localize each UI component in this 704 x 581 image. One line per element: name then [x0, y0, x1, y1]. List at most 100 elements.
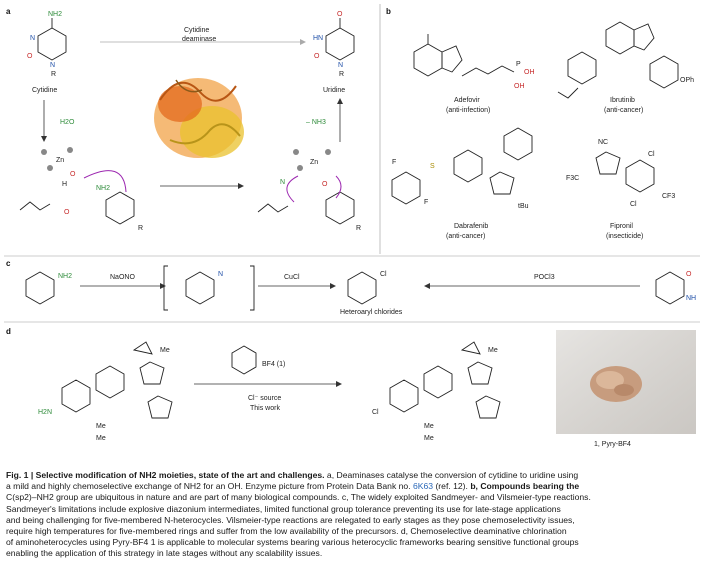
dabrafenib-use: (anti-cancer) — [446, 233, 485, 240]
svg-text:R: R — [51, 71, 56, 78]
svg-text:H: H — [62, 181, 67, 188]
svg-text:Cl: Cl — [648, 151, 655, 158]
ibrutinib-use: (anti-cancer) — [604, 107, 643, 114]
svg-text:O: O — [27, 53, 33, 60]
svg-text:NH: NH — [686, 295, 696, 302]
adefovir-label: Adefovir — [454, 97, 480, 104]
svg-text:Cl: Cl — [380, 271, 387, 278]
chloride-source-label: Cl⁻ source — [248, 395, 281, 402]
cucl-label: CuCl — [284, 274, 300, 281]
svg-text:R: R — [138, 225, 143, 232]
ammonia-label: – NH3 — [306, 119, 326, 126]
enzyme-label-line1: Cytidine — [184, 27, 209, 34]
dabrafenib-label: Dabrafenib — [454, 223, 488, 230]
caption-line-3: C(sp2)–NH2 group are ubiquitous in natur… — [6, 492, 591, 503]
substrate-structure: H2N Me Me Me — [38, 341, 173, 442]
diazonium-intermediate: N — [185, 271, 223, 305]
svg-text:O: O — [686, 271, 692, 278]
uridine-label: Uridine — [323, 87, 345, 94]
svg-text:R: R — [356, 225, 361, 232]
caption-line-6: require high temperatures for five-membe… — [6, 526, 567, 537]
dabrafenib-structure: S F F tBu — [391, 127, 533, 210]
naono-label: NaONO — [110, 274, 135, 281]
svg-text:CF3: CF3 — [662, 193, 675, 200]
svg-text:O: O — [337, 11, 343, 18]
svg-text:NC: NC — [598, 139, 608, 146]
product-structure: Cl Me Me Me — [372, 341, 501, 442]
svg-text:R: R — [339, 71, 344, 78]
svg-text:F3C: F3C — [566, 175, 579, 182]
uridine-structure: O HN N R O — [313, 11, 355, 78]
water-label: H2O — [60, 119, 75, 126]
adefovir-use: (anti-infection) — [446, 107, 490, 114]
enzyme-label-line2: deaminase — [182, 36, 216, 43]
fipronil-label: Fipronil — [610, 223, 633, 230]
panel-label-b: b — [386, 7, 391, 16]
panel-label-d: d — [6, 327, 11, 336]
svg-text:F: F — [424, 199, 428, 206]
svg-text:N: N — [50, 62, 55, 69]
zn-intermediate-2: Zn O N R — [257, 149, 361, 232]
svg-text:OH: OH — [524, 69, 535, 76]
pyrylium-reagent-structure: BF4 (1) — [231, 345, 285, 375]
pdb-link[interactable]: 6K63 — [412, 481, 434, 492]
svg-text:OPh: OPh — [680, 77, 694, 84]
svg-text:S: S — [430, 163, 435, 170]
svg-text:O: O — [322, 181, 328, 188]
panel-label-a: a — [6, 7, 11, 16]
svg-text:Me: Me — [96, 423, 106, 430]
svg-text:NH2: NH2 — [96, 185, 110, 192]
svg-text:O: O — [314, 53, 320, 60]
caption-line-4: Sandmeyer's limitations include explosiv… — [6, 503, 561, 514]
svg-text:F: F — [392, 159, 396, 166]
svg-text:P: P — [516, 61, 521, 68]
cytidine-structure: NH2 N N R O — [27, 11, 67, 78]
enzyme-protein-image — [154, 78, 244, 158]
fipronil-use: (insecticide) — [606, 233, 643, 240]
svg-text:Me: Me — [160, 347, 170, 354]
svg-text:tBu: tBu — [518, 203, 529, 210]
this-work-label: This work — [250, 405, 280, 412]
ibrutinib-label: Ibrutinib — [610, 97, 635, 104]
svg-text:N: N — [280, 179, 285, 186]
svg-text:Cl: Cl — [372, 409, 379, 416]
svg-text:Me: Me — [488, 347, 498, 354]
svg-text:O: O — [70, 171, 76, 178]
caption-line-2: a mild and highly chemoselective exchang… — [6, 481, 580, 492]
figure-artwork: a b c d NH2 N N R O Cytidine Cytidine de… — [4, 4, 700, 448]
svg-text:O: O — [64, 209, 70, 216]
pyry-bf4-photo-label: 1, Pyry-BF4 — [594, 441, 631, 448]
svg-text:H2N: H2N — [38, 409, 52, 416]
svg-text:Cl: Cl — [630, 201, 637, 208]
svg-text:N: N — [218, 271, 223, 278]
svg-text:OH: OH — [514, 83, 525, 90]
pocl3-label: POCl3 — [534, 274, 555, 281]
ibrutinib-structure: OPh — [557, 21, 694, 99]
caption-line-5: and being challenging for five-membered … — [6, 514, 575, 525]
panel-label-c: c — [6, 259, 11, 268]
svg-text:N: N — [30, 35, 35, 42]
fipronil-structure: NC F3C Cl Cl CF3 — [566, 139, 675, 208]
svg-text:HN: HN — [313, 35, 323, 42]
svg-text:NH2: NH2 — [58, 273, 72, 280]
adefovir-structure: P OH OH — [413, 34, 535, 90]
chloropyrimidine: Cl — [347, 271, 387, 305]
svg-text:N: N — [338, 62, 343, 69]
svg-text:Zn: Zn — [56, 157, 64, 164]
heteroaryl-chlorides-label: Heteroaryl chlorides — [340, 309, 403, 316]
pyry-bf4-photo — [556, 330, 696, 434]
svg-text:Me: Me — [96, 435, 106, 442]
figure-caption: Fig. 1 | Selective modification of NH2 m… — [6, 470, 698, 560]
svg-text:Me: Me — [424, 423, 434, 430]
svg-text:Zn: Zn — [310, 159, 318, 166]
caption-line-1: Fig. 1 | Selective modification of NH2 m… — [6, 470, 579, 480]
caption-line-8: enabling the application of this strateg… — [6, 548, 323, 559]
zn-intermediate-1: Zn O H NH2 R O — [19, 147, 143, 232]
svg-text:BF4 (1): BF4 (1) — [262, 361, 285, 368]
caption-line-7: of aminoheterocycles using Pyry-BF4 1 is… — [6, 537, 579, 548]
svg-text:Me: Me — [424, 435, 434, 442]
aminopyrimidine: NH2 — [25, 271, 72, 305]
pyrimidinone: O NH — [655, 271, 696, 305]
cytidine-label: Cytidine — [32, 87, 57, 94]
svg-text:NH2: NH2 — [48, 11, 62, 18]
